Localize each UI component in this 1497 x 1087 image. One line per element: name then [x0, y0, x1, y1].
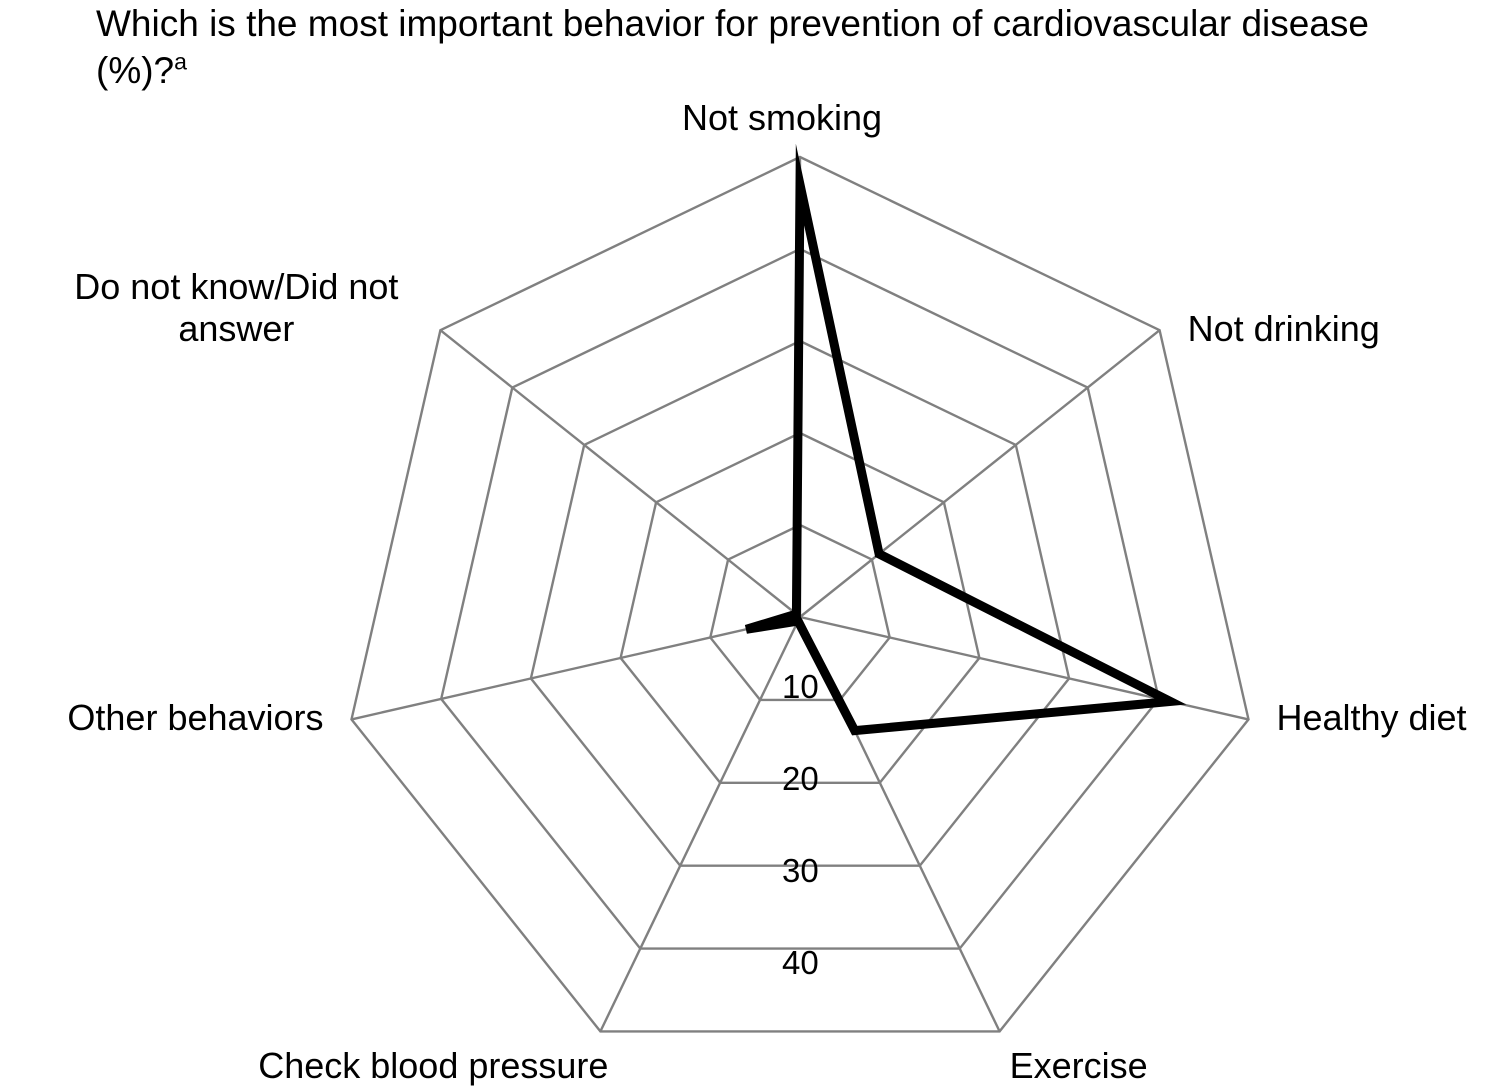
- radial-tick-label-30: 30: [782, 852, 819, 889]
- chart-title-text: Which is the most important behavior for…: [96, 3, 1380, 91]
- series-polygon: [744, 143, 1187, 736]
- grid-rings: [350, 155, 1250, 1033]
- radial-tick-label-10: 10: [782, 668, 819, 705]
- axis-label-not-drinking: Not drinking: [1187, 308, 1380, 350]
- chart-title: Which is the most important behavior for…: [96, 0, 1426, 94]
- grid-spoke: [599, 616, 802, 1032]
- grid-spoke: [351, 615, 801, 721]
- chart-title-footnote-marker: a: [174, 48, 187, 75]
- grid-spoke: [799, 329, 1161, 618]
- radial-tick-label-20: 20: [782, 760, 819, 797]
- grid-ring: [709, 523, 891, 702]
- axis-label-check-blood-pressure: Check blood pressure: [258, 1045, 609, 1087]
- grid-ring: [350, 155, 1250, 1033]
- axis-label-not-smoking: Not smoking: [682, 97, 883, 138]
- grid-ring: [619, 431, 981, 784]
- radial-tick-label-40: 40: [782, 944, 819, 981]
- axis-label-do-not-know: Do not know/Did not answer: [74, 266, 399, 350]
- axis-label-exercise: Exercise: [1009, 1045, 1148, 1087]
- grid-ring: [529, 339, 1071, 867]
- axis-label-other-behaviors: Other behaviors: [67, 697, 324, 739]
- grid-spoke: [439, 329, 801, 618]
- grid-ring: [439, 247, 1161, 950]
- axis-label-healthy-diet: Healthy diet: [1276, 697, 1467, 739]
